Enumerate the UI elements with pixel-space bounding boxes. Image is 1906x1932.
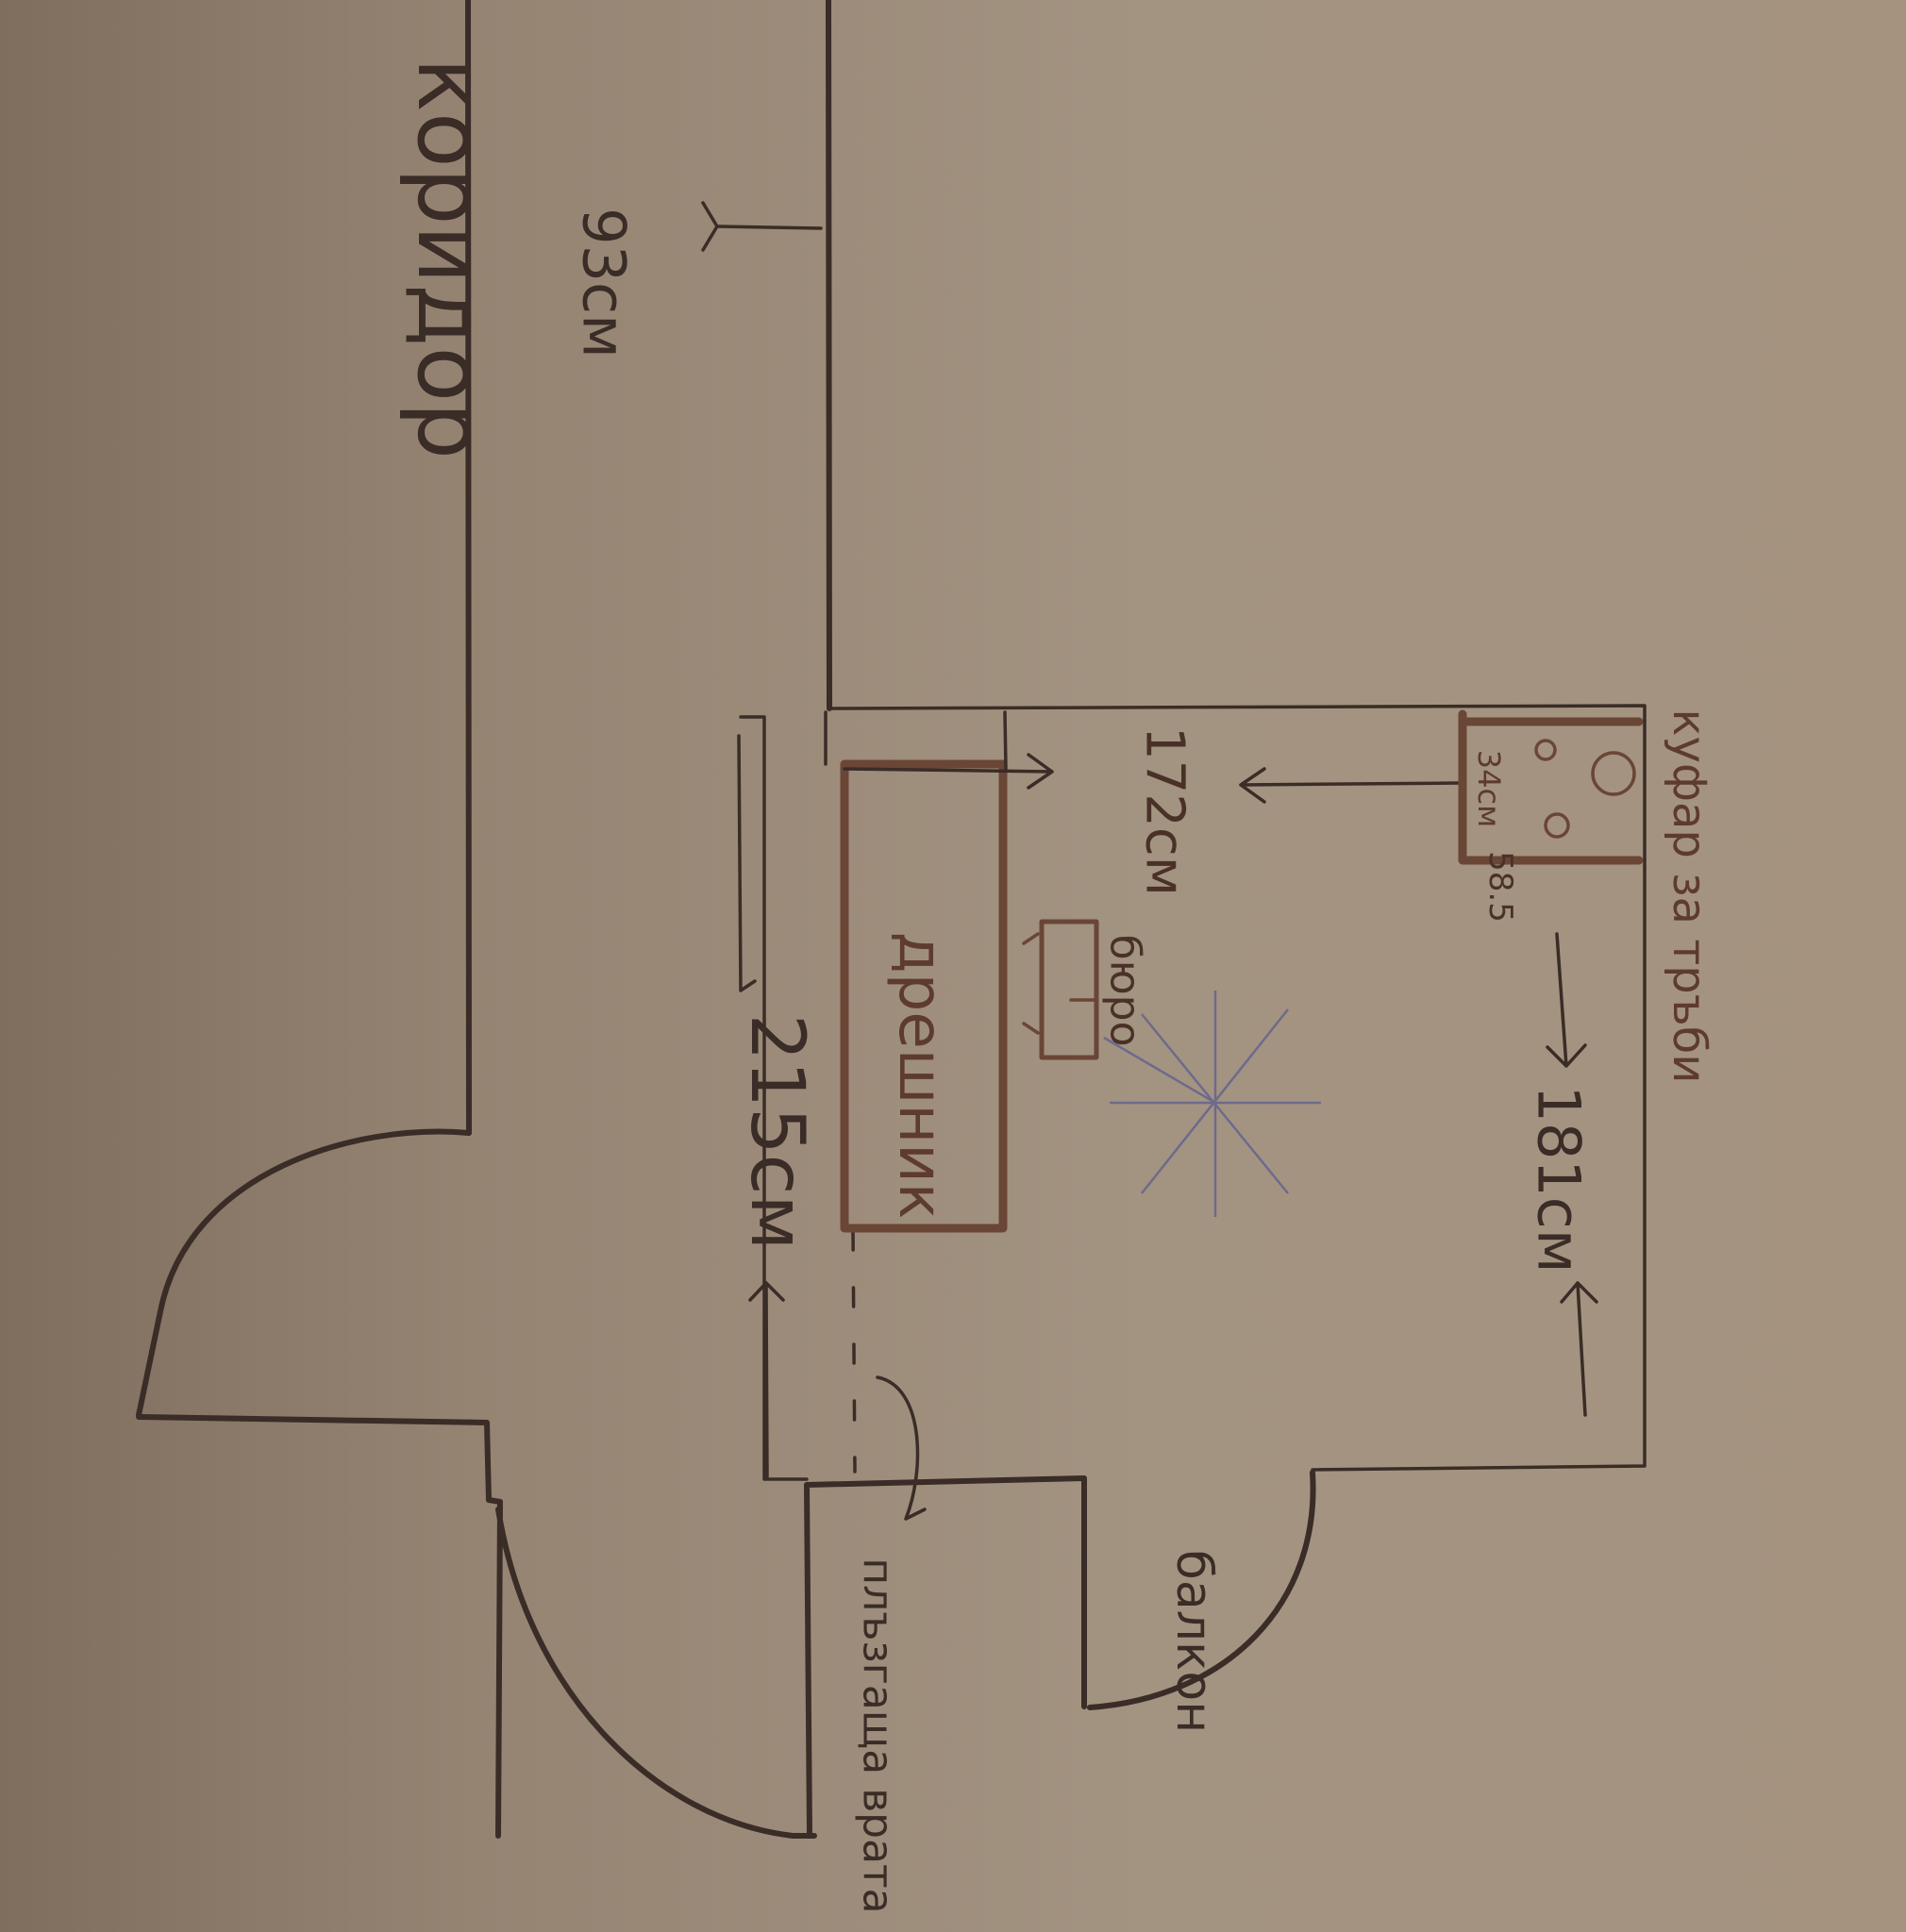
pipe-box-depth-label: 34см [1471,749,1507,828]
pipe-medium-icon [1544,812,1570,839]
pipe-box-width-label: 58.5 [1481,851,1519,923]
corridor-right-wall [826,0,832,711]
pipe-box-label: куфар за тръби [1663,708,1715,1084]
wardrobe-label: дрешник [885,931,955,1220]
sliding-door-arrow [876,1375,927,1521]
sliding-door-dashed [851,1229,857,1474]
pipe-box [1458,709,1644,865]
room-right-length-label: 181см [1524,1085,1594,1274]
corridor-width-label: 93см [569,208,639,358]
right-length-arrow [1546,932,1598,1417]
left-length-arrow [737,734,785,1478]
wardrobe-top-line [1003,710,1008,771]
desk-chair-marks [1022,932,1096,1035]
wardrobe-length-label: 172см [1133,726,1195,896]
balcony-wall [804,1475,1087,1839]
room-top-wall [828,704,1647,1472]
room-left-length-label: 215см [734,1013,819,1251]
ceiling-light-icon [1103,991,1321,1217]
entrance-wall [136,1414,817,1839]
balcony-label: балкон [1165,1549,1222,1734]
desk [1039,919,1099,1060]
sliding-door-outline [739,715,809,1481]
balcony-door-swing [1087,1470,1316,1710]
desk-label: бюро [1100,934,1149,1047]
pipe-large-icon [1591,751,1636,796]
corridor-label: коридор [397,57,503,460]
wardrobe [840,759,1008,1233]
corridor-left-wall [465,0,472,1136]
pipe-small-icon [1534,739,1557,761]
sliding-door-label: плъзгаща врата [853,1557,902,1914]
corridor-width-arrow [701,201,823,252]
wardrobe-length-arrow [843,753,1054,790]
entrance-door-swing [136,1128,472,1418]
room-width-arrow [1239,767,1463,804]
